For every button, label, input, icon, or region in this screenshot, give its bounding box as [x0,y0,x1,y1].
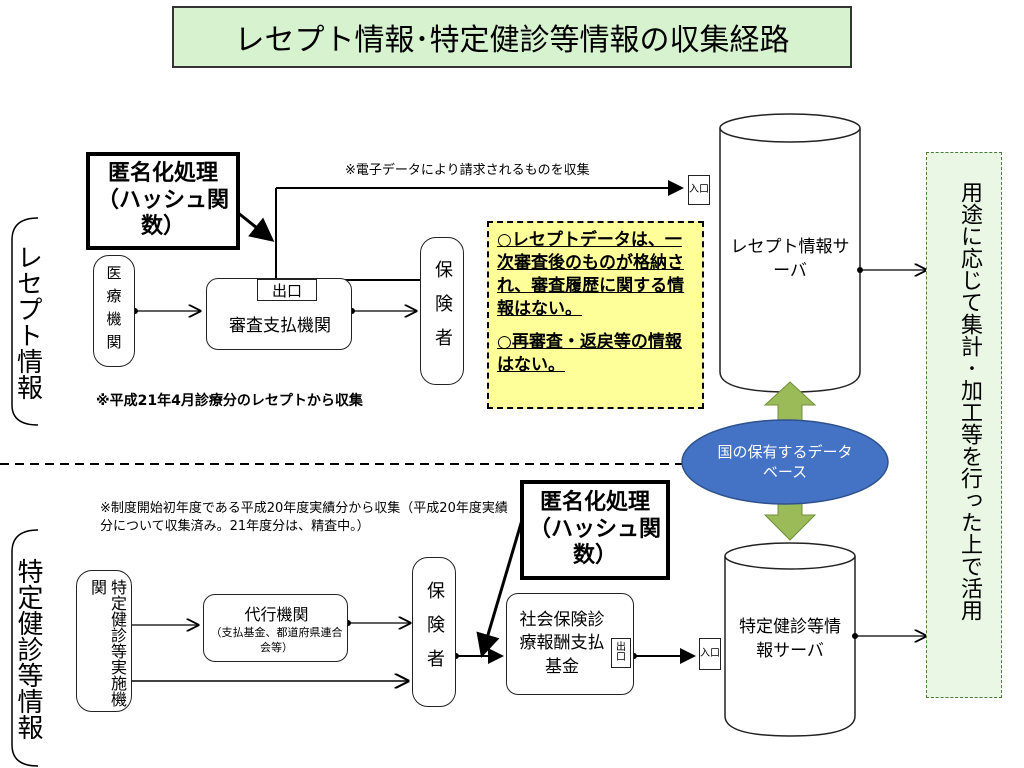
medical-institution: 医療機関 [93,255,135,367]
note-line-1: ○レセプトデータは、一次審査後のものが格納され、審査履歴に関する情報はない。 [497,230,685,319]
agent-org-label: 代行機関 [244,605,309,624]
database-ellipse [681,419,889,505]
review-org-label: 審査支払機関 [229,315,331,336]
anon-processing-box-receipt: 匿名化処理（ハッシュ関数） [86,152,240,250]
checkup-bracket [11,529,39,767]
since-note: ※平成21年4月診療分のレセプトから収集 [96,393,363,409]
usage-label: 用途に応じて集計･加工等を行った上で活用 [957,181,982,621]
receipt-server-entry: 入口 [688,175,710,205]
review-payment-org: 出口 審査支払機関 [206,278,352,350]
usage-box: 用途に応じて集計･加工等を行った上で活用 [926,152,1002,698]
fund-box: 社会保険診療報酬支払基金 出口 [506,593,634,695]
checkup-server-cylinder [724,556,856,737]
checkup-server-entry: 入口 [699,638,721,670]
checkup-server-label: 特定健診等情報サーバ [739,617,841,661]
side-label-checkup: 特定健診等情報 [13,558,43,740]
insurer-checkup: 保険者 [412,557,456,707]
receipt-note-box: ○レセプトデータは、一次審査後のものが格納され、審査履歴に関する情報はない。 ○… [487,221,704,409]
side-label-receipt: レセプト情報 [12,244,43,400]
insurer-receipt: 保険者 [420,237,464,385]
national-database-label: 国の保有するデータベース [717,442,853,481]
fund-label: 社会保険診療報酬支払基金 [519,609,605,677]
receipt-bracket [11,217,39,426]
note-line-2: ○再審査・返戻等の情報はない。 [497,331,682,375]
agent-org-box: 代行機関 （支払基金、都道府県連合会等） [203,594,348,662]
fund-exit: 出口 [611,638,631,668]
collect-note: ※制度開始初年度である平成20年度実績分から収集（平成20年度実績分について収集… [100,501,508,535]
agent-org-sub: （支払基金、都道府県連合会等） [210,626,343,654]
electronic-data-note: ※電子データにより請求されるものを収集 [345,163,590,178]
implementer-label: 特定健診等実施機関 [88,579,127,707]
page-title: レセプト情報･特定健診等情報の収集経路 [172,6,852,68]
review-exit-label: 出口 [257,279,317,301]
implementer-box: 特定健診等実施機関 [76,570,132,712]
receipt-server-label: レセプト情報サーバ [730,237,850,281]
anon-processing-box-checkup: 匿名化処理（ハッシュ関数） [520,480,670,580]
